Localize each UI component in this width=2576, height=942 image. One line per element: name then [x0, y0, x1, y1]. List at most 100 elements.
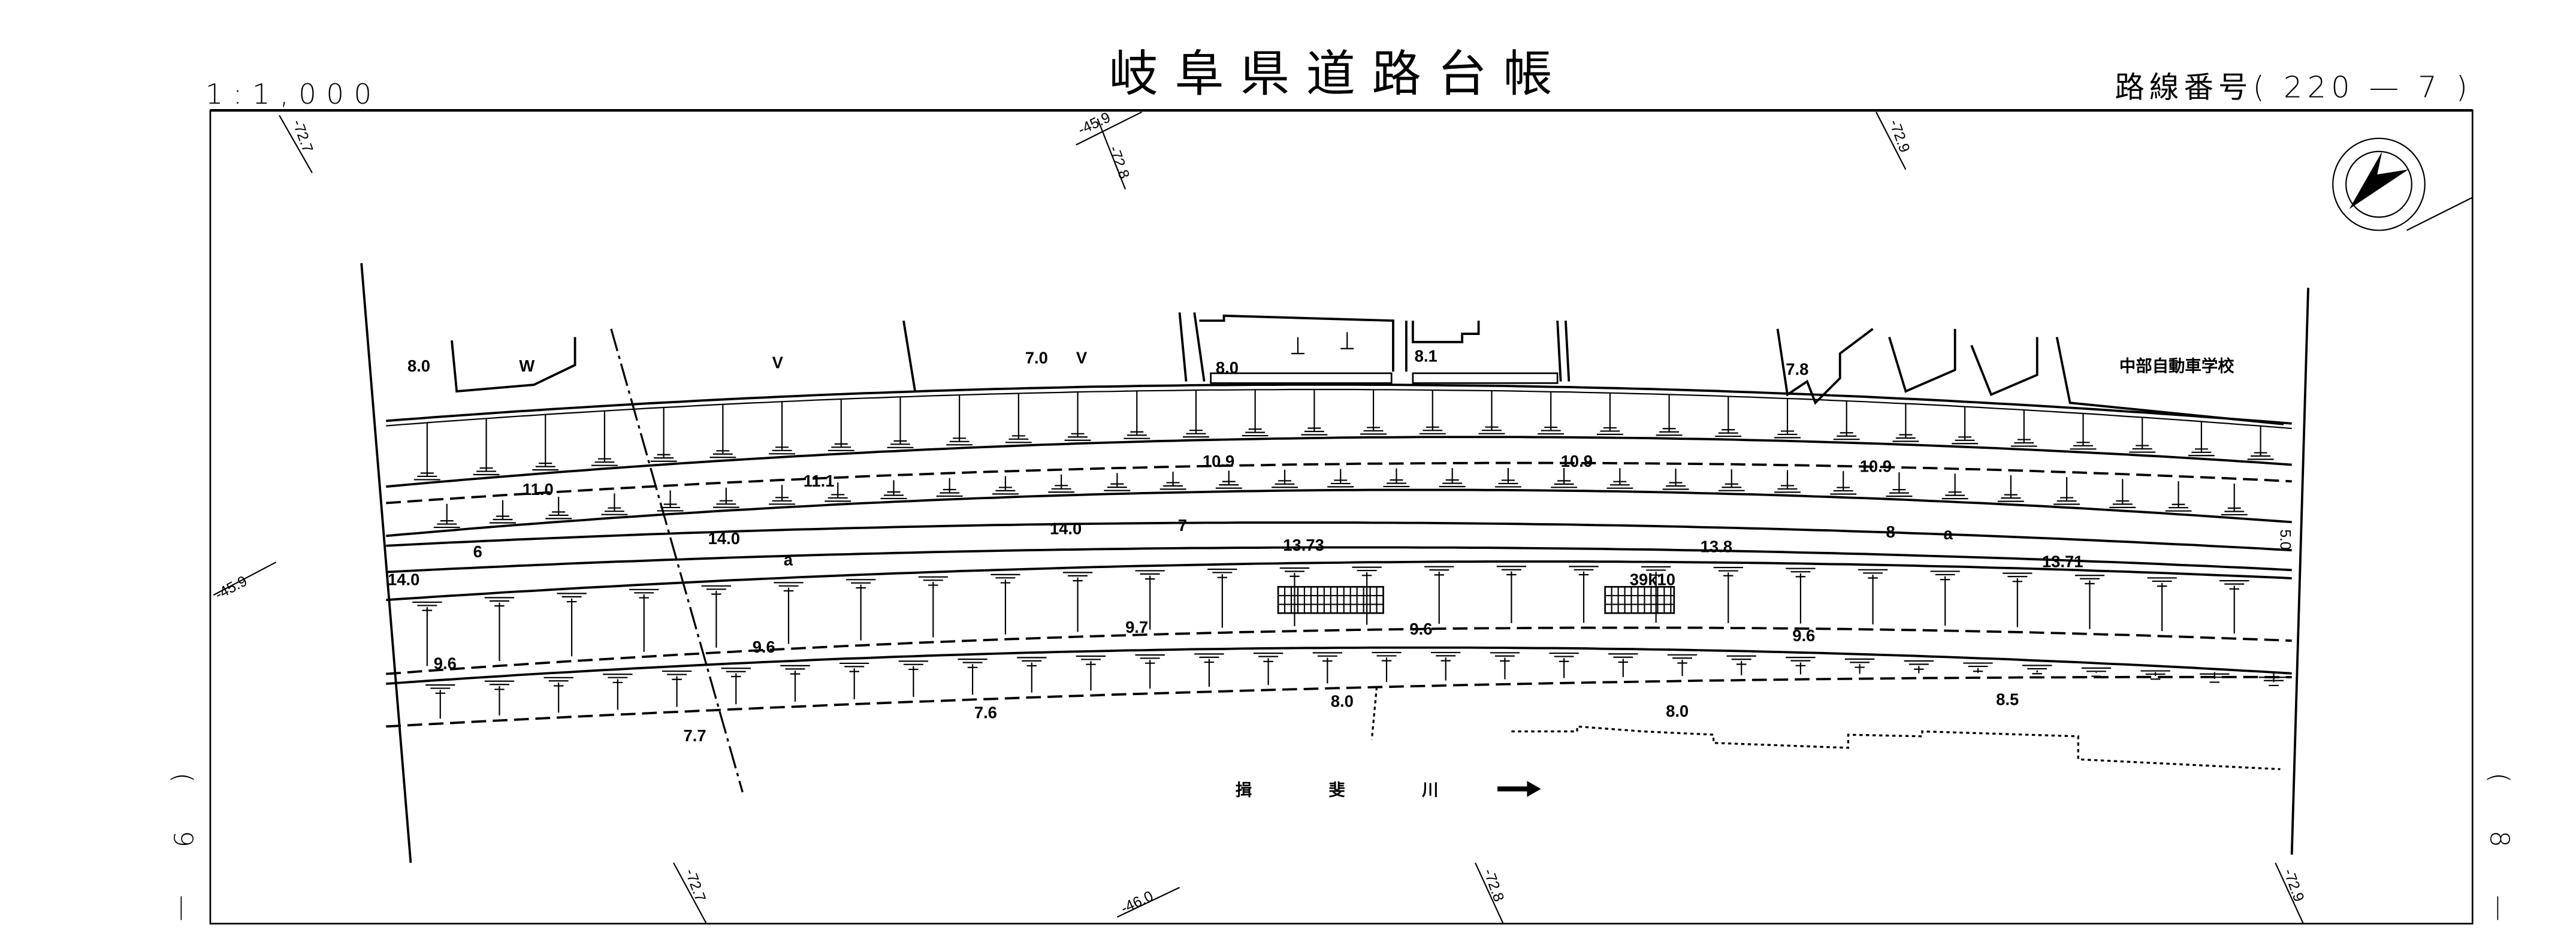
coord-label: 5.0 — [2276, 529, 2293, 550]
slope-mark — [1207, 568, 1237, 628]
slope-mark — [780, 665, 810, 702]
slope-mark — [1076, 655, 1106, 691]
river-bank — [1511, 725, 2281, 771]
slope-mark — [1641, 566, 1671, 623]
station-label: 6 — [473, 542, 482, 561]
slope-mark — [1551, 467, 1578, 488]
bridge-grid — [1604, 585, 1675, 614]
slope-mark — [413, 422, 440, 481]
slope-mark — [1159, 472, 1186, 490]
coord-label: -46.0 — [1118, 888, 1155, 917]
slope-mark — [936, 478, 963, 497]
sheet-boundary-right — [2290, 288, 2310, 855]
slope-mark — [1104, 473, 1131, 491]
slope-mark — [2109, 479, 2136, 508]
road-line-a-inner — [386, 388, 2292, 430]
slope-mark — [1596, 393, 1623, 435]
slope-mark — [1786, 657, 1816, 675]
slope-mark — [2165, 481, 2192, 512]
slope-mark — [1774, 470, 1801, 493]
elevation-label: 8.0 — [1216, 358, 1239, 377]
slope-mark — [1886, 472, 1913, 497]
river-label: 揖 斐 川 — [1236, 780, 1475, 799]
slope-mark — [1662, 469, 1689, 490]
road-line-g — [386, 560, 2292, 602]
elevation-label: 7.0 — [1025, 348, 1048, 367]
slope-mark — [2129, 417, 2156, 453]
route-number-label: 路線番号( 220 — 7 ) — [2115, 70, 2472, 104]
slope-mark — [1608, 653, 1638, 677]
slope-mark — [1713, 566, 1743, 623]
elevation-label: 8.1 — [1415, 347, 1438, 366]
slope-mark — [2010, 410, 2037, 447]
slope-mark — [433, 503, 460, 529]
road-line-d — [386, 488, 2292, 538]
road-line-c — [386, 461, 2292, 505]
slope-mark — [1606, 468, 1633, 489]
coord-label: -72.9 — [1886, 117, 1913, 155]
north-arrow-icon — [2332, 137, 2426, 231]
station-label: 7 — [1178, 516, 1187, 535]
bridge-outline — [1604, 585, 1675, 614]
map-labels: 中部自動車学校 揖 斐 川 39k10 6 7 8 a a W V V 8.0 … — [388, 347, 2234, 799]
elevation-label: 13.8 — [1701, 538, 1732, 556]
slope-mark — [1183, 390, 1209, 438]
slope-mark — [990, 573, 1020, 635]
slope-mark — [1124, 391, 1150, 439]
elevation-label: 8.5 — [1996, 690, 2019, 709]
slope-mark — [1135, 570, 1165, 630]
bridge-structures — [1277, 585, 1675, 614]
slope-mark — [2188, 421, 2215, 457]
slope-mark — [1424, 566, 1454, 624]
land-use-mark: W — [519, 357, 534, 375]
slope-mark — [490, 500, 516, 524]
slope-mark — [1496, 566, 1527, 623]
elevation-label: 13.73 — [1283, 536, 1324, 554]
page-title: 岐阜県道路台帳 — [1109, 46, 1569, 102]
elevation-label: 7.6 — [974, 704, 997, 722]
slope-mark — [1005, 393, 1032, 443]
slope-mark — [1360, 390, 1387, 435]
coord-label: -72.7 — [289, 117, 316, 155]
buildings — [451, 312, 2284, 425]
slope-mark — [1242, 390, 1269, 437]
slope-mark — [2074, 575, 2105, 629]
slope-mark — [629, 588, 659, 652]
slope-mark — [1494, 467, 1521, 488]
slope-mark — [1048, 474, 1075, 493]
coord-label: -45.9 — [213, 573, 250, 603]
slope-mark — [1952, 406, 1979, 445]
slope-mark — [603, 674, 633, 710]
slope-mark — [532, 414, 559, 471]
road-line-h — [386, 626, 2292, 675]
station-label: 8 — [1886, 523, 1895, 541]
road-line-a — [386, 383, 2292, 425]
slope-mark — [946, 395, 973, 446]
coord-label: -72.8 — [1106, 144, 1133, 181]
slope-mark — [1327, 469, 1354, 488]
elevation-label: 13.71 — [2042, 552, 2083, 570]
coordinate-grid-line — [2406, 197, 2473, 231]
coordinate-grid — [213, 111, 2304, 924]
coord-label: -72.9 — [2280, 866, 2307, 904]
slope-mark — [992, 476, 1019, 495]
slope-mark — [1833, 401, 1860, 440]
slope-mark — [1963, 662, 1993, 673]
slope-mark — [709, 404, 736, 458]
slope-mark — [887, 397, 914, 448]
slope-mark — [1786, 567, 1816, 624]
elevation-label: 9.6 — [434, 654, 457, 672]
slope-mark — [1718, 469, 1745, 491]
slope-mark — [2022, 665, 2052, 675]
elevation-label: 9.6 — [1409, 620, 1432, 638]
slope-mark — [2219, 580, 2249, 634]
slope-mark — [1830, 471, 1857, 495]
slope-mark — [1194, 653, 1224, 687]
river-bank — [1370, 687, 1378, 740]
slope-mark — [701, 585, 732, 648]
kilopost-label: 39k10 — [1630, 570, 1675, 589]
road-line-j — [386, 675, 2292, 728]
map-frame — [209, 109, 2474, 925]
slope-mark — [2081, 667, 2112, 677]
